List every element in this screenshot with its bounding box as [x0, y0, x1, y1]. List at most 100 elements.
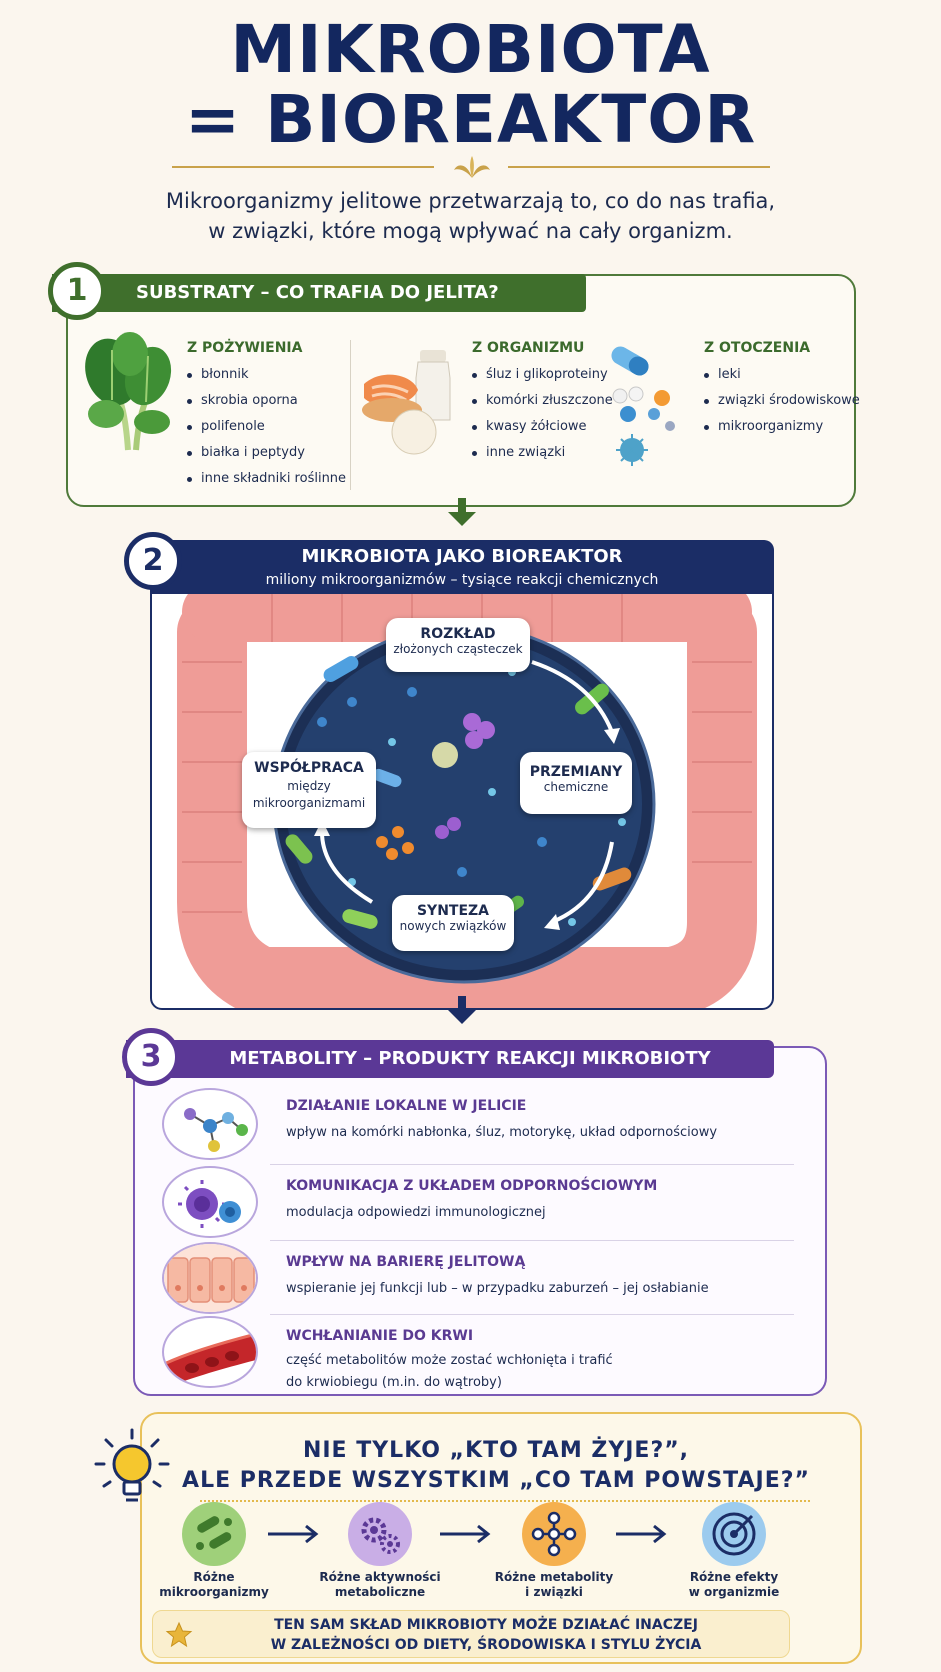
gears-icon [348, 1502, 412, 1566]
step-label-line: mikroorganizmy [159, 1585, 269, 1599]
arrow-down-icon [448, 512, 476, 526]
col1-list: błonnik skrobia oporna polifenole białka… [187, 362, 346, 492]
step-label-line: Różne aktywności [319, 1570, 441, 1584]
step2-label: Różne aktywności metaboliczne [316, 1570, 444, 1600]
step-label-line: w organizmie [688, 1585, 780, 1599]
section2-subtitle: miliony mikroorganizmów – tysiące reakcj… [265, 572, 659, 588]
page-title-line2: = BIOREAKTOR [184, 81, 757, 158]
pill-virus-icon [611, 346, 675, 466]
subtitle-line1: Mikroorganizmy jelitowe przetwarzają to,… [165, 189, 776, 213]
metabolite-row1-title: DZIAŁANIE LOKALNE W JELICIE [286, 1098, 527, 1114]
col2-heading: Z ORGANIZMU [472, 340, 585, 356]
blood-vessel-icon [162, 1316, 258, 1388]
metabolite-row4-text2: do krwiobiegu (m.in. do wątroby) [286, 1375, 502, 1390]
list-item: związki środowiskowe [704, 388, 860, 414]
bubble-text: chemiczne [543, 780, 609, 794]
bubble-text: złożonych cząsteczek [393, 642, 523, 656]
food-icon [362, 350, 451, 455]
metabolite-row2-text: modulacja odpowiedzi immunologicznej [286, 1205, 546, 1220]
lightbulb-icon [94, 1428, 170, 1502]
network-icon [522, 1502, 586, 1566]
bubble-transformation: PRZEMIANY chemiczne [520, 752, 632, 814]
section3-title: METABOLITY – PRODUKTY REAKCJI MIKROBIOTY [229, 1048, 711, 1069]
list-item: skrobia oporna [187, 388, 346, 414]
step3-label: Różne metabolity i związki [490, 1570, 618, 1600]
bubble-title: SYNTEZA [416, 903, 490, 919]
bubble-decomposition: ROZKŁAD złożonych cząsteczek [386, 618, 530, 672]
column-separator [350, 340, 351, 490]
section2-banner: MIKROBIOTA JAKO BIOREAKTOR miliony mikro… [150, 540, 774, 594]
row-separator [270, 1314, 794, 1315]
star-icon [165, 1621, 193, 1648]
section1-banner: SUBSTRATY – CO TRAFIA DO JELITA? [52, 274, 586, 312]
step-label-line: i związki [525, 1585, 583, 1599]
section1-number: 1 [48, 262, 106, 320]
list-item: komórki złuszczone [472, 388, 613, 414]
arrow-right-icon [616, 1524, 667, 1544]
immune-cell-icon [162, 1166, 258, 1238]
list-item: błonnik [187, 362, 346, 388]
arrow-stem [458, 996, 466, 1010]
key-message-line1: NIE TYLKO „KTO TAM ŻYJE?”, [302, 1438, 690, 1463]
list-item: śluz i glikoproteiny [472, 362, 613, 388]
molecule-icon [162, 1088, 258, 1160]
bubble-title: WSPÓŁPRACA [254, 760, 364, 776]
step1-label: Różne mikroorganizmy [152, 1570, 276, 1600]
spinach-icon [85, 332, 172, 451]
leaf-ornament-icon [454, 156, 490, 178]
bubble-cooperation: WSPÓŁPRACA między mikroorganizmami [242, 752, 376, 828]
page-subtitle: Mikroorganizmy jelitowe przetwarzają to,… [0, 186, 941, 246]
metabolite-row3-text: wspieranie jej funkcji lub – w przypadku… [286, 1281, 709, 1296]
footer-line2: W ZALEŻNOŚCI OD DIETY, ŚRODOWISKA I STYL… [270, 1637, 702, 1653]
title-divider-left [172, 166, 434, 168]
arrow-stem [458, 498, 466, 512]
title-divider-right [508, 166, 770, 168]
list-item: mikroorganizmy [704, 414, 860, 440]
section2-title: MIKROBIOTA JAKO BIOREAKTOR [301, 546, 623, 567]
bubble-text: nowych związków [399, 919, 507, 933]
intestine-illustration [177, 582, 757, 1008]
list-item: białka i peptydy [187, 440, 346, 466]
section3-number: 3 [122, 1028, 180, 1086]
metabolite-row3-title: WPŁYW NA BARIERĘ JELITOWĄ [286, 1254, 526, 1270]
step-label-line: Różne [193, 1570, 235, 1584]
col3-list: leki związki środowiskowe mikroorganizmy [704, 362, 860, 440]
list-item: polifenole [187, 414, 346, 440]
col2-list: śluz i glikoproteiny komórki złuszczone … [472, 362, 613, 466]
bubble-text: między [287, 779, 331, 793]
row-separator [270, 1240, 794, 1241]
step-label-line: Różne metabolity [494, 1570, 614, 1584]
subtitle-line2: w związki, które mogą wpływać na cały or… [208, 219, 733, 243]
section3-banner: METABOLITY – PRODUKTY REAKCJI MIKROBIOTY [126, 1040, 774, 1078]
section1-title: SUBSTRATY – CO TRAFIA DO JELITA? [136, 282, 499, 303]
step-label-line: metaboliczne [334, 1585, 426, 1599]
list-item: inne związki [472, 440, 613, 466]
footer-line1: TEN SAM SKŁAD MIKROBIOTY MOŻE DZIAŁAĆ IN… [274, 1617, 698, 1633]
section-substrates [66, 274, 856, 507]
metabolite-row1-text: wpływ na komórki nabłonka, śluz, motoryk… [286, 1125, 718, 1140]
step4-label: Różne efekty w organizmie [672, 1570, 796, 1600]
bubble-title: PRZEMIANY [529, 764, 623, 780]
list-item: kwasy żółciowe [472, 414, 613, 440]
bubble-title: ROZKŁAD [420, 626, 496, 642]
list-item: leki [704, 362, 860, 388]
list-item: inne składniki roślinne [187, 466, 346, 492]
dotted-divider [200, 1500, 810, 1502]
col1-heading: Z POŻYWIENIA [187, 340, 303, 356]
arrow-right-icon [440, 1524, 491, 1544]
bubble-text: mikroorganizmami [252, 796, 366, 810]
col3-heading: Z OTOCZENIA [704, 340, 811, 356]
metabolite-row4-title: WCHŁANIANIE DO KRWI [286, 1328, 474, 1344]
section2-number: 2 [124, 532, 182, 590]
step-label-line: Różne efekty [689, 1570, 779, 1584]
key-message-line2: ALE PRZEDE WSZYSTKIM „CO TAM POWSTAJE?” [182, 1468, 810, 1493]
page-title-line1: MIKROBIOTA [230, 11, 711, 88]
bubble-synthesis: SYNTEZA nowych związków [392, 895, 514, 951]
arrow-down-icon [448, 1010, 476, 1024]
target-icon [702, 1502, 766, 1566]
epithelium-icon [162, 1242, 258, 1314]
footer-banner: TEN SAM SKŁAD MIKROBIOTY MOŻE DZIAŁAĆ IN… [152, 1610, 790, 1658]
metabolite-row2-title: KOMUNIKACJA Z UKŁADEM ODPORNOŚCIOWYM [286, 1178, 658, 1194]
arrow-right-icon [268, 1524, 319, 1544]
row-separator [270, 1164, 794, 1165]
